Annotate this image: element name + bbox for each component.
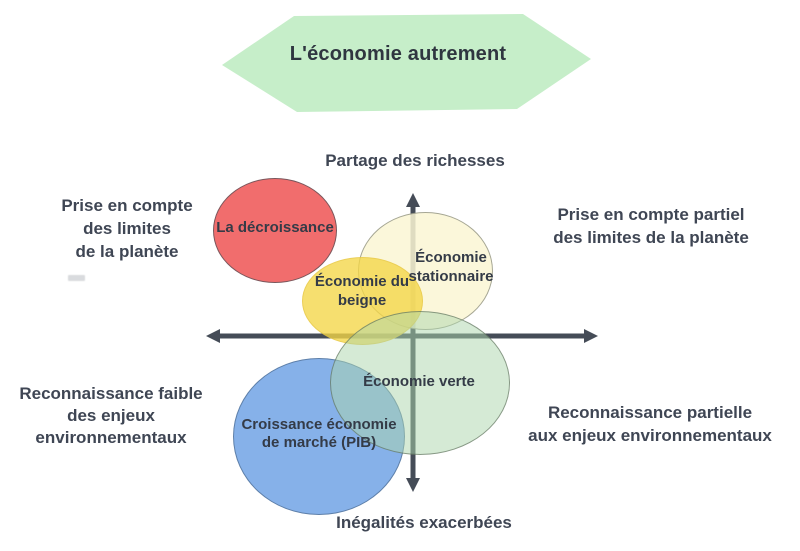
axis-label-partage-des-richesses: Partage des richesses xyxy=(325,151,505,170)
bubble-label-line: Croissance économie xyxy=(241,416,397,433)
banner-hexagon xyxy=(222,14,591,112)
quadrant-label-bottom-right: Reconnaissance partielle aux enjeux envi… xyxy=(500,401,800,447)
bubble-label-line: Économie du xyxy=(314,273,410,290)
axis-label-inegalites-exacerbees: Inégalités exacerbées xyxy=(336,513,512,532)
bubble-label-line: de marché (PIB) xyxy=(261,434,377,451)
quadrant-label-line: environnementaux xyxy=(35,428,187,447)
bubble-la-decroissance xyxy=(213,178,337,283)
right-arrowhead-icon xyxy=(584,329,598,343)
quadrant-label-line: des limites de la planète xyxy=(553,228,749,247)
quadrant-label-line: aux enjeux environnementaux xyxy=(528,426,772,445)
quadrant-label-line: Reconnaissance faible xyxy=(19,384,203,403)
quadrant-label-top-left: Prise en compte des limites de la planèt… xyxy=(18,194,236,263)
quadrant-label-line: Prise en compte xyxy=(61,196,193,215)
bubble-label-line: Économie xyxy=(415,249,487,266)
diagram-title: L'économie autrement xyxy=(289,43,507,65)
quadrant-label-line: des limites xyxy=(83,219,171,238)
bubble-economie-verte xyxy=(330,311,510,455)
quadrant-label-top-right: Prise en compte partiel des limites de l… xyxy=(520,203,782,249)
bubble-label-line: stationnaire xyxy=(408,268,494,285)
tiny-artifact-mark xyxy=(68,275,85,281)
down-arrowhead-icon xyxy=(406,478,420,492)
bubble-label-economie-du-beigne: Économie du beigne xyxy=(303,272,421,310)
quadrant-label-line: de la planète xyxy=(75,242,179,261)
bubble-label-economie-verte: Économie verte xyxy=(363,373,475,390)
quadrant-label-bottom-left: Reconnaissance faible des enjeux environ… xyxy=(0,383,222,449)
bubble-label-la-decroissance: La décroissance xyxy=(216,219,334,236)
quadrant-label-line: Prise en compte partiel xyxy=(557,205,745,224)
up-arrowhead-icon xyxy=(406,193,420,207)
quadrant-label-line: Reconnaissance partielle xyxy=(547,403,753,422)
banner-hexagon-shape xyxy=(222,14,591,112)
left-arrowhead-icon xyxy=(206,329,220,343)
bubble-label-economie-stationnaire: Économie stationnaire xyxy=(392,248,510,286)
quadrant-label-line: des enjeux xyxy=(67,406,155,425)
bubble-label-line: beigne xyxy=(337,292,387,309)
bubble-label-croissance-economie-marche: Croissance économie de marché (PIB) xyxy=(234,416,404,452)
